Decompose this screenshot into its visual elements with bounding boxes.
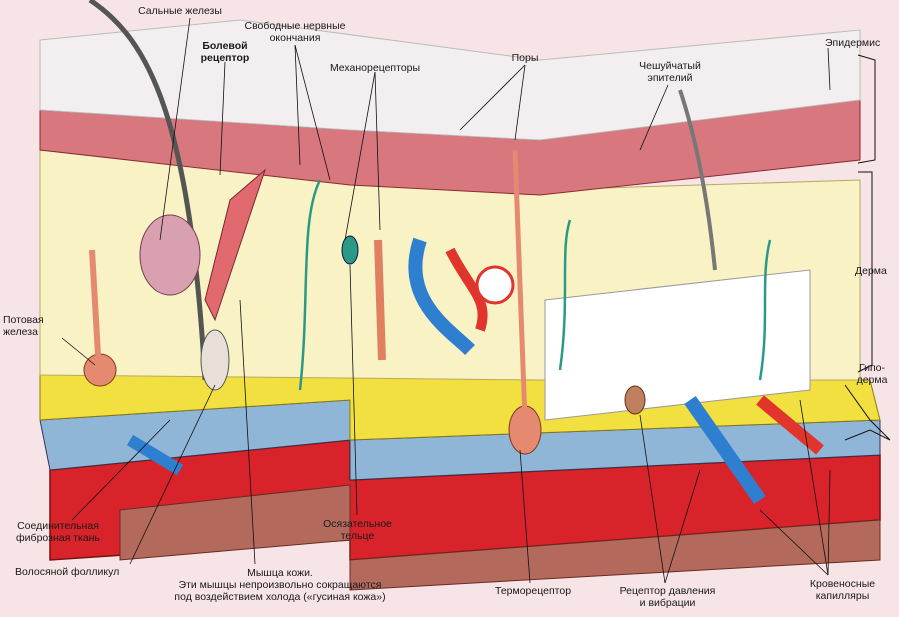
arrector-muscle <box>204 168 267 322</box>
layer-brackets <box>844 54 891 441</box>
vein <box>408 237 475 356</box>
label-sebaceous: Сальные железы <box>138 5 222 17</box>
label-pores: Поры <box>511 52 539 64</box>
hair-shaft <box>88 0 208 381</box>
label-squamous: Чешуйчатый эпителий <box>639 60 701 84</box>
label-pain-receptor: Болевой рецептор <box>200 40 250 64</box>
pore-duct <box>512 149 528 421</box>
label-connective-tissue: Соединительная фиброзная ткань <box>16 520 100 544</box>
hair-shaft-2 <box>678 89 717 271</box>
label-dermis: Дерма <box>855 265 887 277</box>
pacinian-corpuscle <box>475 265 515 305</box>
label-tactile-corpuscle: Осязательное тельце <box>323 518 392 542</box>
leader-lines <box>61 17 831 584</box>
hair-follicle <box>200 329 230 391</box>
sweat-gland <box>83 353 117 387</box>
label-skin-muscle: Мышца кожи. Эти мышцы непроизвольно сокр… <box>174 567 386 603</box>
pressure-receptor <box>624 385 646 415</box>
muscle-base <box>119 484 881 591</box>
label-thermoreceptor: Терморецептор <box>495 585 572 597</box>
label-pressure-receptor: Рецептор давления и вибрации <box>619 585 716 609</box>
vein-3 <box>126 434 184 476</box>
epidermis-surface <box>39 19 861 141</box>
label-epidermis: Эпидермис <box>825 37 881 49</box>
label-free-nerve-endings: Свободные нервные окончания <box>244 20 346 44</box>
label-hair-follicle: Волосяной фолликул <box>15 566 120 578</box>
label-mechanoreceptors: Механорецепторы <box>329 62 421 74</box>
label-sweat-gland: Потовая железа <box>3 314 44 338</box>
sweat-duct <box>89 249 101 356</box>
label-hypodermis: Гипо- дерма <box>856 362 888 386</box>
label-capillaries: Кровеносные капилляры <box>809 578 876 602</box>
artery <box>445 247 488 332</box>
nerve-fibers <box>298 179 772 391</box>
dermis-block <box>544 269 811 421</box>
sebaceous-gland <box>139 214 201 296</box>
mechanoreceptor <box>374 239 386 361</box>
vein-2 <box>684 395 766 505</box>
tactile-corpuscle <box>341 235 359 265</box>
artery-2 <box>756 395 824 455</box>
